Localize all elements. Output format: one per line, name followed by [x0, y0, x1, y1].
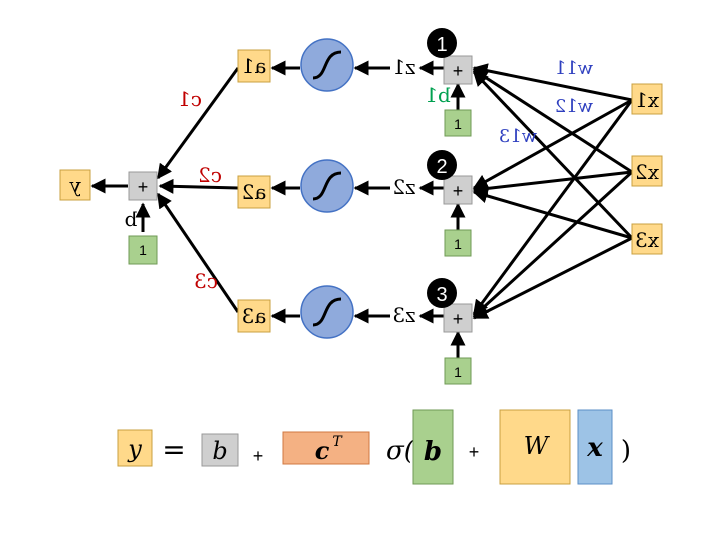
activation-connections: [270, 60, 444, 324]
sigmoid-2: [300, 159, 354, 213]
hidden-badges: 1 2 3: [427, 28, 457, 308]
weight-label-w13: w13: [499, 126, 537, 147]
svg-text:=: =: [162, 433, 185, 466]
edge-x1-s1: [472, 63, 633, 102]
svg-text:1: 1: [454, 364, 462, 380]
svg-text:a2: a2: [242, 180, 267, 204]
input-connections: [472, 63, 634, 320]
svg-text:c: c: [315, 436, 330, 465]
eq-x-box: [577, 409, 613, 485]
svg-text:z2: z2: [392, 175, 415, 199]
svg-text:y: y: [127, 435, 142, 463]
sigmoid-1: [300, 38, 354, 92]
svg-text:2: 2: [436, 156, 447, 178]
edge-x1-s3: [472, 99, 634, 316]
svg-text:c2: c2: [198, 163, 222, 187]
output-weight-labels: c1 c2 c3: [178, 87, 222, 293]
svg-text:): ): [621, 436, 631, 466]
edge-x2-s1: [472, 68, 633, 174]
eq-b-box: [201, 433, 239, 467]
hidden-sum-nodes: + + +: [443, 55, 473, 333]
svg-text:c3: c3: [194, 269, 218, 293]
svg-text:a3: a3: [242, 304, 267, 328]
svg-text:W: W: [524, 432, 551, 460]
eq-cT-box: [282, 431, 370, 465]
eq-b-vector-box: [412, 409, 454, 485]
badge-2: [427, 150, 457, 180]
svg-text:T: T: [332, 434, 343, 450]
badge-1: [427, 28, 457, 58]
hidden-one-boxes: 1 1 1: [444, 109, 472, 385]
activation-nodes: a1 a2 a3: [237, 49, 271, 333]
sigmoid-icon: [312, 171, 342, 201]
edge-x3-s2: [472, 188, 633, 240]
svg-text:σ(: σ(: [386, 436, 415, 466]
input-nodes: x1 x2 x3: [631, 83, 663, 255]
weight-label-w12: w12: [555, 96, 593, 117]
sigmoid-3: [300, 285, 354, 339]
sum-node-1: [443, 55, 473, 85]
svg-text:b: b: [424, 437, 442, 467]
output-one-box: [128, 235, 158, 265]
z-labels: z1 z2 z3: [392, 55, 415, 327]
svg-text:+: +: [453, 61, 464, 81]
equation: y = b + c T σ( b + W x ): [117, 409, 631, 485]
bias-label-b1: b1: [425, 83, 451, 107]
svg-text:+: +: [253, 446, 264, 466]
svg-text:1: 1: [139, 242, 147, 258]
badge-3: [427, 278, 457, 308]
edge-x2-s3: [472, 170, 634, 318]
input-label-x2: x2: [635, 160, 659, 184]
edge-x2-s2: [472, 170, 633, 196]
output-nodes: + y b 1: [59, 169, 158, 265]
output-node-y: [59, 169, 91, 201]
input-label-x3: x3: [635, 228, 659, 252]
weight-labels: w11 w12 w13: [499, 58, 593, 147]
svg-text:x: x: [586, 433, 603, 463]
output-bias-label: b: [125, 207, 138, 231]
svg-text:a1: a1: [242, 54, 267, 78]
edge-x3-s1: [472, 70, 634, 240]
svg-text:z1: z1: [392, 55, 415, 79]
input-node-x3: x3: [631, 223, 663, 255]
output-sum-node: [128, 171, 158, 201]
svg-text:1: 1: [454, 116, 462, 132]
output-connections: [90, 67, 240, 313]
svg-text:c1: c1: [178, 87, 202, 111]
svg-text:+: +: [138, 177, 149, 197]
input-label-x1: x1: [635, 88, 659, 112]
edge-x3-s3: [472, 236, 633, 320]
svg-text:+: +: [453, 181, 464, 201]
sum-node-3: [443, 303, 473, 333]
input-node-x1: x1: [631, 83, 663, 115]
edge-x1-s2: [472, 98, 633, 190]
sigmoid-nodes: [300, 38, 354, 339]
eq-y-box: [117, 429, 153, 467]
sum-node-2: [443, 175, 473, 205]
svg-text:b: b: [212, 437, 227, 465]
input-node-x2: x2: [631, 155, 663, 187]
svg-text:+: +: [469, 442, 480, 462]
eq-W-box: [499, 409, 571, 485]
svg-text:+: +: [453, 309, 464, 329]
sigmoid-icon: [312, 297, 342, 327]
svg-text:y: y: [69, 173, 82, 197]
svg-text:3: 3: [436, 284, 447, 306]
svg-text:1: 1: [436, 34, 447, 56]
svg-text:z3: z3: [392, 303, 415, 327]
weight-label-w11: w11: [555, 58, 593, 79]
svg-text:1: 1: [454, 236, 462, 252]
sigmoid-icon: [312, 50, 342, 80]
